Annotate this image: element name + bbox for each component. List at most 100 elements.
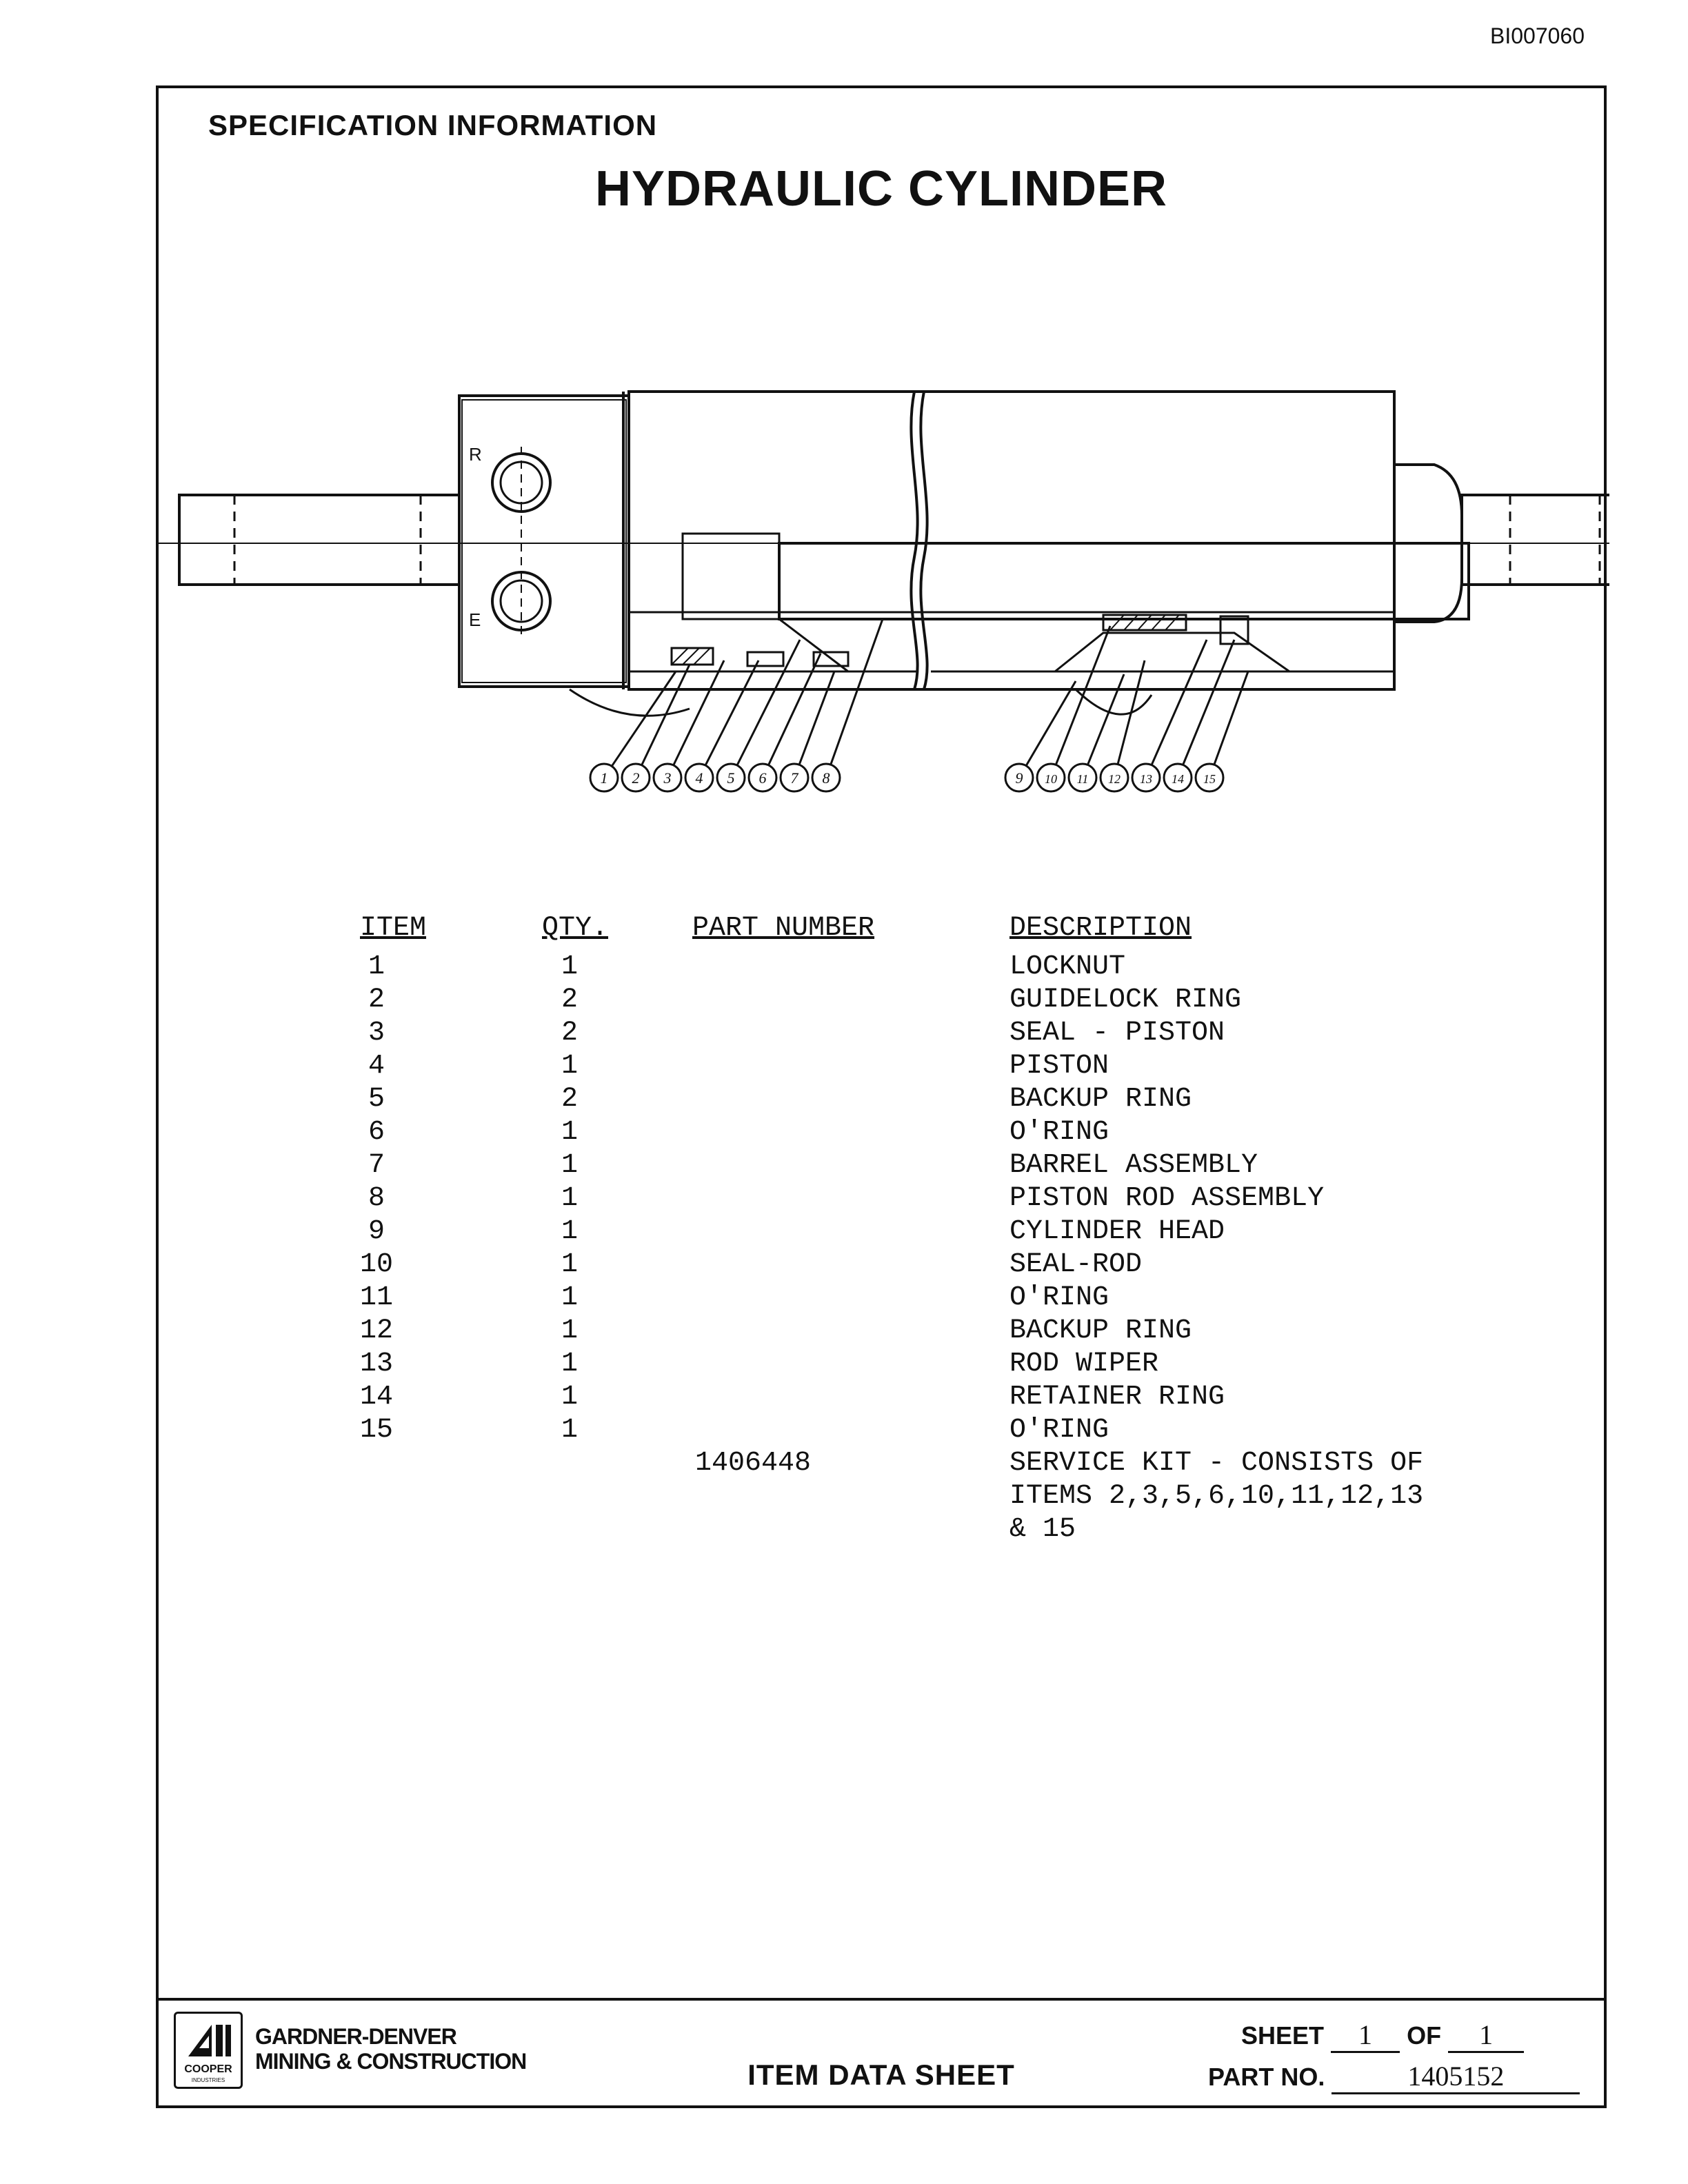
qty-cell: 1 xyxy=(561,1051,578,1082)
callout-circle-2 xyxy=(621,762,651,793)
qty-cell: 1 xyxy=(561,1183,578,1214)
callout-circle-10 xyxy=(1036,762,1066,793)
qty-cell: 1 xyxy=(561,1216,578,1247)
company-line-1: GARDNER-DENVER xyxy=(255,2024,457,2049)
header-item: ITEM xyxy=(360,913,427,944)
qty-cell: 1 xyxy=(561,1150,578,1181)
page-title: HYDRAULIC CYLINDER xyxy=(594,161,1167,216)
company-name: GARDNER-DENVER MINING & CONSTRUCTION xyxy=(255,2024,527,2074)
description-cell: O'RING xyxy=(1009,1117,1109,1148)
logo-subtext: INDUSTRIES xyxy=(191,2077,225,2083)
header-qty: QTY. xyxy=(542,913,609,944)
partno-label: PART NO. xyxy=(1208,2063,1325,2091)
description-cell: & 15 xyxy=(1009,1514,1076,1545)
qty-cell: 2 xyxy=(561,984,578,1015)
right-rod-end xyxy=(1460,494,1609,586)
section-heading: SPECIFICATION INFORMATION xyxy=(208,109,658,141)
port-block xyxy=(458,394,630,688)
item-cell: 10 xyxy=(359,1249,393,1280)
description-cell: SERVICE KIT - CONSISTS OF xyxy=(1009,1448,1424,1479)
sheet-num: 1 xyxy=(1331,2019,1400,2053)
item-cell: 2 xyxy=(368,984,385,1015)
callout-circle-1 xyxy=(589,762,619,793)
description-cell: PISTON xyxy=(1009,1051,1109,1082)
item-cell: 3 xyxy=(368,1018,385,1049)
callout-label-3: 3 xyxy=(663,769,672,787)
callout-circle-13 xyxy=(1131,762,1161,793)
callout-label-8: 8 xyxy=(823,769,830,787)
callout-label-13: 13 xyxy=(1140,772,1152,786)
callout-label-7: 7 xyxy=(791,769,799,787)
qty-cell: 1 xyxy=(561,1249,578,1280)
item-cell: 11 xyxy=(359,1282,393,1313)
callout-label-4: 4 xyxy=(696,769,703,787)
description-cell: BACKUP RING xyxy=(1009,1315,1192,1346)
callout-label-12: 12 xyxy=(1108,772,1121,786)
qty-cell: 1 xyxy=(561,1382,578,1413)
callout-label-9: 9 xyxy=(1016,769,1023,787)
item-cell: 8 xyxy=(368,1183,385,1214)
callout-circle-5 xyxy=(716,762,746,793)
qty-cell: 1 xyxy=(561,1315,578,1346)
header-part-number: PART NUMBER xyxy=(692,913,875,944)
qty-cell: 2 xyxy=(561,1084,578,1115)
barrel xyxy=(627,390,1396,691)
item-cell: 13 xyxy=(359,1348,393,1379)
description-cell: BARREL ASSEMBLY xyxy=(1009,1150,1258,1181)
piston-rod xyxy=(778,542,1470,620)
of-label: OF xyxy=(1407,2021,1442,2050)
part-number-cell: 1406448 xyxy=(695,1448,812,1479)
callout-circle-8 xyxy=(811,762,841,793)
description-cell: GUIDELOCK RING xyxy=(1009,984,1242,1015)
callout-circle-11 xyxy=(1067,762,1098,793)
footer-divider xyxy=(159,1998,1604,2001)
description-cell: LOCKNUT xyxy=(1009,951,1126,982)
description-cell: CYLINDER HEAD xyxy=(1009,1216,1225,1247)
item-cell: 4 xyxy=(368,1051,385,1082)
company-line-2: MINING & CONSTRUCTION xyxy=(255,2049,527,2074)
sheet-frame: SPECIFICATION INFORMATION HYDRAULIC CYLI… xyxy=(156,85,1609,2108)
callout-label-6: 6 xyxy=(759,769,767,787)
item-cell: 12 xyxy=(359,1315,393,1346)
description-cell: O'RING xyxy=(1009,1282,1109,1313)
part-number: PART NO. 1405152 xyxy=(1208,2060,1580,2094)
port-label-r: R xyxy=(469,444,482,465)
item-cell: 15 xyxy=(359,1415,393,1446)
partno-value: 1405152 xyxy=(1332,2060,1580,2094)
description-cell: O'RING xyxy=(1009,1415,1109,1446)
callout-label-10: 10 xyxy=(1045,772,1057,786)
callout-label-5: 5 xyxy=(727,769,735,787)
qty-cell: 1 xyxy=(561,1348,578,1379)
callout-label-14: 14 xyxy=(1172,772,1184,786)
cooper-logo-icon xyxy=(188,2025,231,2056)
port-label-e: E xyxy=(469,609,481,630)
header-description: DESCRIPTION xyxy=(1009,913,1192,944)
sheet-label: SHEET xyxy=(1241,2021,1325,2050)
document-id: BI007060 xyxy=(1489,23,1585,48)
doc-type: ITEM DATA SHEET xyxy=(747,2059,1015,2091)
callout-circle-14 xyxy=(1163,762,1193,793)
sheet-total: 1 xyxy=(1448,2019,1525,2053)
item-cell: 6 xyxy=(368,1117,385,1148)
description-cell: SEAL - PISTON xyxy=(1009,1018,1225,1049)
callout-circle-4 xyxy=(684,762,714,793)
item-cell: 7 xyxy=(368,1150,385,1181)
callout-label-15: 15 xyxy=(1203,772,1216,786)
callout-circle-15 xyxy=(1194,762,1225,793)
callout-circle-3 xyxy=(652,762,683,793)
description-cell: ROD WIPER xyxy=(1009,1348,1159,1379)
qty-cell: 1 xyxy=(561,1282,578,1313)
description-cell: ITEMS 2,3,5,6,10,11,12,13 xyxy=(1009,1481,1424,1512)
callout-circle-12 xyxy=(1099,762,1129,793)
cooper-logo: COOPER INDUSTRIES xyxy=(174,2012,243,2089)
item-cell: 5 xyxy=(368,1084,385,1115)
callout-label-1: 1 xyxy=(601,769,608,787)
logo-text: COOPER xyxy=(184,2063,232,2075)
qty-cell: 2 xyxy=(561,1018,578,1049)
description-cell: BACKUP RING xyxy=(1009,1084,1192,1115)
sheet-number: SHEET 1 OF 1 xyxy=(1241,2019,1525,2053)
callout-circle-6 xyxy=(747,762,778,793)
description-cell: PISTON ROD ASSEMBLY xyxy=(1009,1183,1325,1214)
